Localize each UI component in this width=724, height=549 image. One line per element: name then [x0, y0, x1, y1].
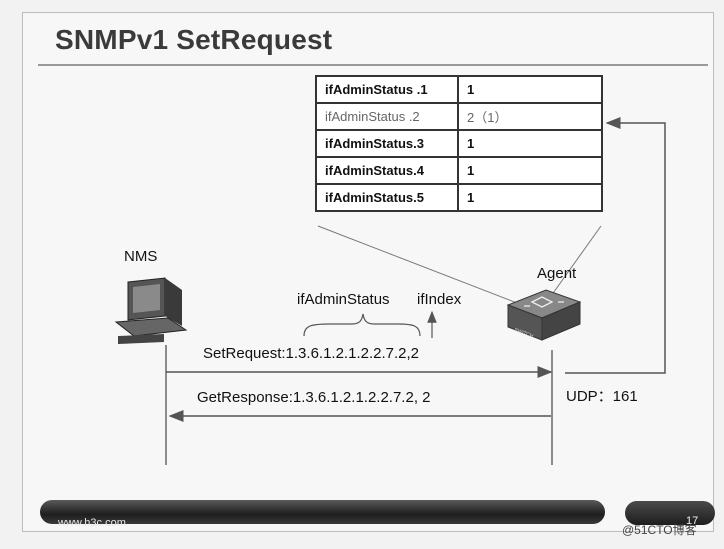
- watermark: @51CTO博客: [622, 521, 697, 538]
- mib-value-cell: 1: [458, 184, 602, 211]
- mib-value-cell: 1: [458, 76, 602, 103]
- switch-icon: SWITCH: [508, 290, 580, 340]
- mib-oid-cell: ifAdminStatus.4: [316, 157, 458, 184]
- mib-value-cell: 2（1）: [458, 103, 602, 130]
- object-label: ifAdminStatus: [297, 291, 390, 308]
- get-response-label: GetResponse:1.3.6.1.2.1.2.2.7.2, 2: [197, 389, 431, 406]
- index-label: ifIndex: [417, 291, 461, 308]
- mib-value-cell: 1: [458, 157, 602, 184]
- computer-icon: [116, 278, 186, 344]
- object-brace: [304, 314, 420, 336]
- mib-oid-cell: ifAdminStatus .2: [316, 103, 458, 130]
- set-request-label: SetRequest:1.3.6.1.2.1.2.2.7.2,2: [203, 345, 419, 362]
- agent-label: Agent: [537, 265, 576, 282]
- footer-url: www.h3c.com: [58, 517, 126, 529]
- mib-oid-cell: ifAdminStatus.3: [316, 130, 458, 157]
- mib-oid-cell: ifAdminStatus .1: [316, 76, 458, 103]
- callout-line-right: [551, 226, 601, 296]
- nms-label: NMS: [124, 248, 157, 265]
- mib-value-cell: 1: [458, 130, 602, 157]
- udp-port-label: UDP：161: [566, 385, 638, 406]
- mib-oid-cell: ifAdminStatus.5: [316, 184, 458, 211]
